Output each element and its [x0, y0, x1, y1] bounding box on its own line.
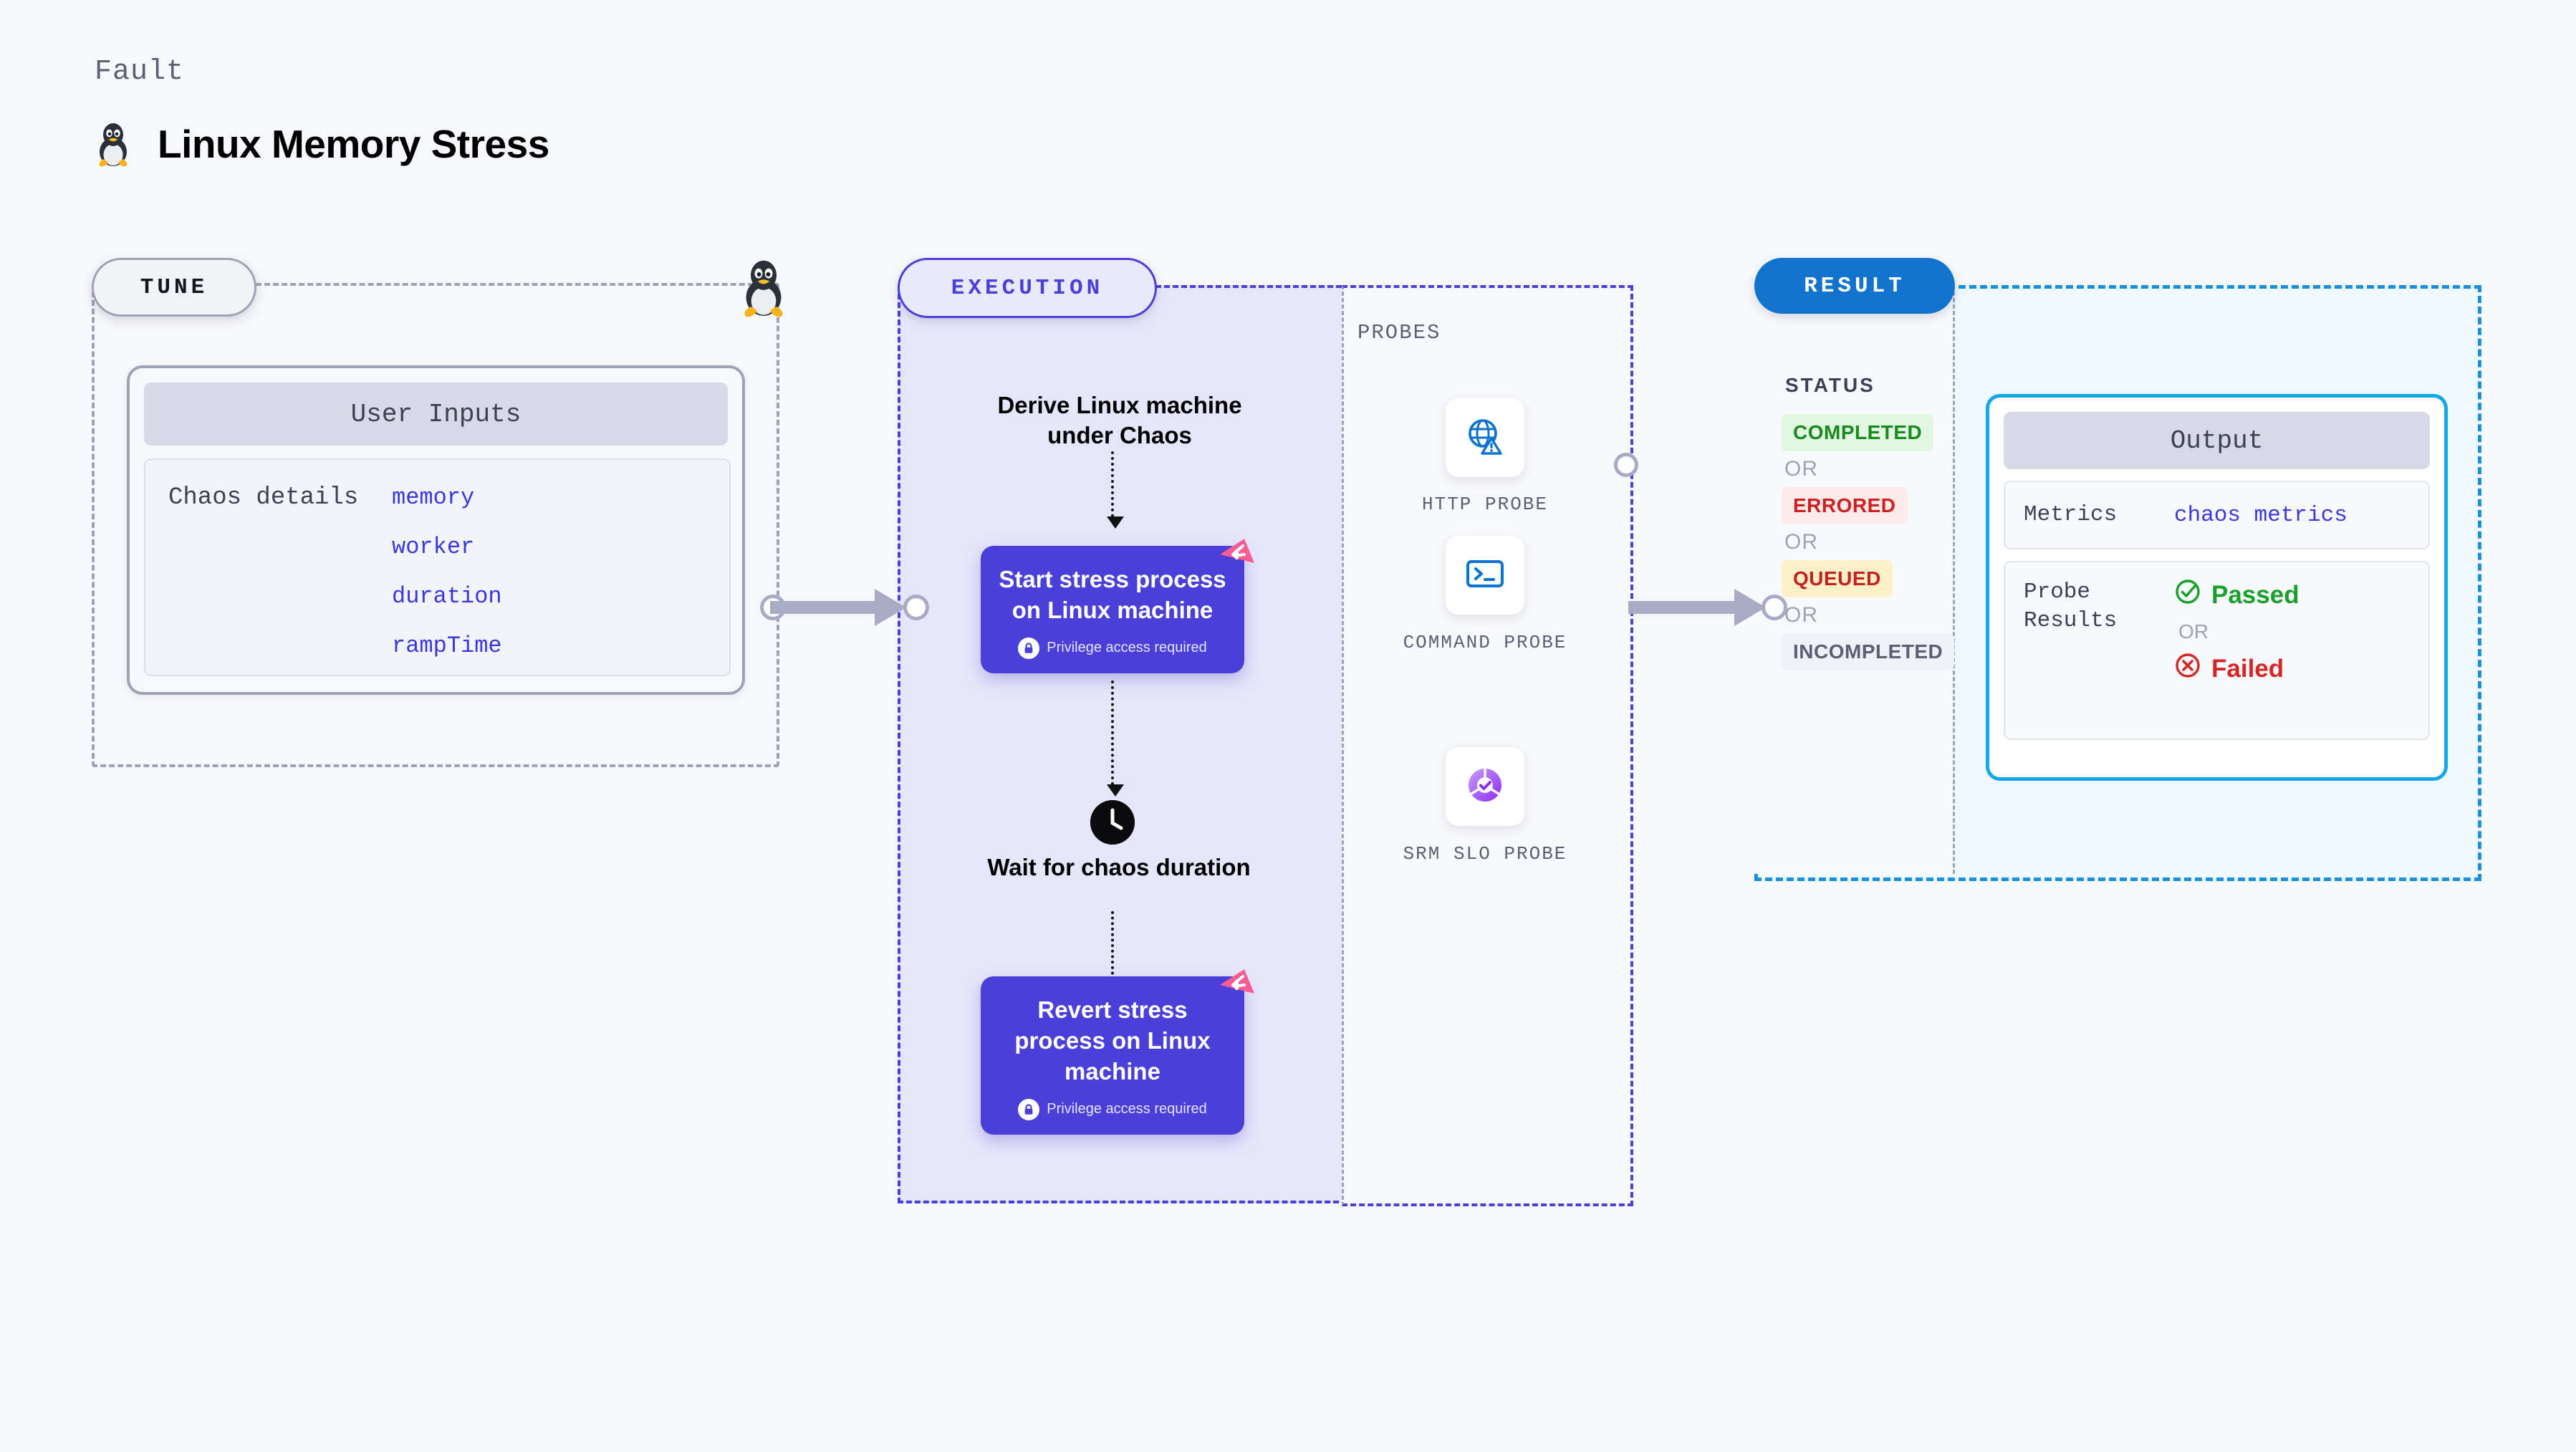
arrow-wait-to-revert [1107, 911, 1124, 997]
lock-icon [1018, 637, 1040, 659]
connector-port-right [903, 595, 929, 620]
probe-result-passed: Passed [2174, 578, 2299, 612]
status-list: COMPLETED OR ERRORED OR QUEUED OR INCOMP… [1782, 414, 1955, 670]
connector-port-result [1762, 595, 1787, 620]
start-stress-card[interactable]: Start stress process on Linux machine Pr… [981, 539, 1254, 673]
page-title-row: Linux Memory Stress [93, 120, 549, 168]
arrow-derive-to-start [1107, 451, 1124, 529]
start-stress-title: Start stress process on Linux machine [999, 566, 1226, 623]
fault-label: Fault [95, 56, 185, 88]
probe-results-label: Probe Results [2024, 580, 2118, 634]
slo-donut-check-icon [1463, 763, 1507, 811]
probe-result-or: OR [2178, 620, 2209, 643]
revert-stress-privilege-text: Privilege access required [1047, 1101, 1207, 1117]
user-inputs-card: User Inputs Chaos details memory worker … [127, 365, 745, 695]
globe-warning-icon [1463, 414, 1507, 462]
srm-slo-probe-card[interactable] [1446, 747, 1524, 826]
chaos-param-list: memory worker duration rampTime [392, 484, 502, 659]
status-badge-incompleted[interactable]: INCOMPLETED [1782, 633, 1955, 670]
execution-pill[interactable]: EXECUTION [898, 258, 1157, 318]
output-title: Output [2004, 412, 2430, 469]
status-label: STATUS [1785, 374, 1875, 396]
param-memory[interactable]: memory [392, 484, 475, 511]
probes-label: PROBES [1357, 321, 1441, 345]
user-inputs-title: User Inputs [144, 383, 728, 446]
command-probe-card[interactable] [1446, 536, 1524, 615]
result-pill[interactable]: RESULT [1754, 258, 1955, 314]
param-duration[interactable]: duration [392, 583, 502, 610]
metrics-label: Metrics [2024, 501, 2118, 527]
x-circle-icon [2174, 652, 2201, 686]
chaos-details-label: Chaos details [168, 484, 359, 511]
page-title: Linux Memory Stress [158, 122, 549, 166]
harness-badge-icon [1216, 961, 1260, 1005]
connector-execution-to-result [1628, 589, 1787, 626]
passed-label: Passed [2211, 580, 2299, 609]
metrics-value[interactable]: chaos metrics [2174, 502, 2347, 528]
lock-icon [1018, 1098, 1040, 1120]
tux-penguin-icon [93, 120, 133, 168]
status-or-2: OR [1784, 530, 1818, 554]
param-ramptime[interactable]: rampTime [392, 633, 502, 659]
connector-tune-to-execution [760, 589, 929, 626]
status-badge-completed[interactable]: COMPLETED [1782, 414, 1934, 451]
clock-icon [1090, 800, 1135, 845]
tune-panel [92, 283, 779, 767]
chaos-details-box: Chaos details memory worker duration ram… [144, 458, 731, 676]
metrics-row: Metrics chaos metrics [2004, 481, 2430, 549]
arrow-start-to-wait [1107, 681, 1124, 797]
harness-badge-icon [1216, 530, 1260, 574]
http-probe-card[interactable] [1446, 398, 1524, 477]
wait-step-label: Wait for chaos duration [987, 854, 1251, 880]
status-or-3: OR [1784, 603, 1818, 627]
start-stress-privilege-text: Privilege access required [1047, 640, 1207, 656]
terminal-icon [1463, 552, 1507, 600]
revert-stress-card[interactable]: Revert stress process on Linux machine P… [981, 969, 1254, 1135]
failed-label: Failed [2211, 654, 2284, 683]
status-badge-errored[interactable]: ERRORED [1782, 487, 1908, 524]
probes-output-port [1614, 453, 1638, 477]
param-worker[interactable]: worker [392, 534, 475, 560]
start-stress-privilege-note: Privilege access required [994, 637, 1231, 659]
http-probe-caption: HTTP PROBE [1421, 494, 1549, 515]
revert-stress-title: Revert stress process on Linux machine [1014, 996, 1211, 1085]
tune-edge-tux-penguin-icon [738, 256, 789, 318]
probe-result-failed: Failed [2174, 652, 2299, 686]
revert-stress-privilege-note: Privilege access required [994, 1098, 1231, 1120]
derive-step-label: Derive Linux machine under Chaos [997, 392, 1242, 449]
output-card: Output Metrics chaos metrics Probe Resul… [1986, 394, 2448, 781]
tune-pill[interactable]: TUNE [92, 258, 256, 317]
status-badge-queued[interactable]: QUEUED [1782, 560, 1893, 597]
srm-slo-probe-caption: SRM SLO PROBE [1403, 843, 1567, 865]
probe-results-row: Probe Results Passed OR [2004, 561, 2430, 740]
probe-results-values: Passed OR Failed [2174, 578, 2299, 686]
command-probe-caption: COMMAND PROBE [1403, 632, 1567, 653]
check-circle-icon [2174, 578, 2201, 612]
status-or-1: OR [1784, 457, 1818, 481]
